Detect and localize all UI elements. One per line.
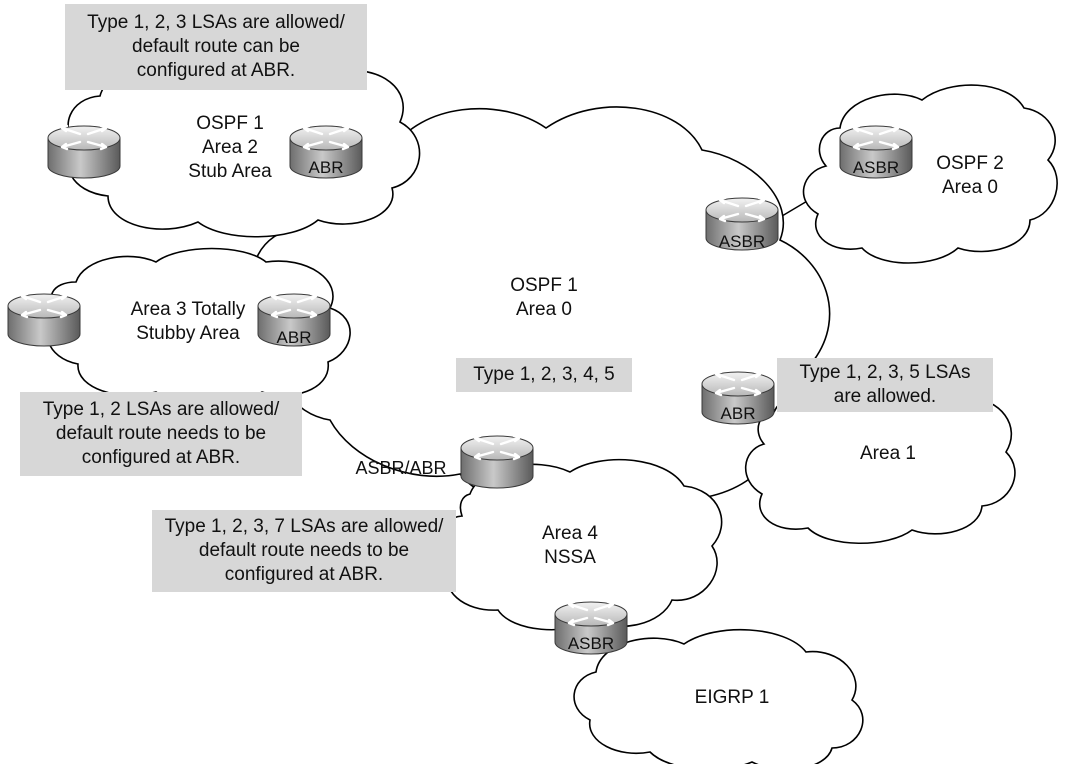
callout-line: are allowed.: [833, 386, 937, 407]
callout-line: configured at ABR.: [81, 447, 241, 468]
callout-totally-stubby: Type 1, 2 LSAs are allowed/default route…: [20, 392, 302, 476]
area-label-line: Area 3 Totally: [130, 299, 246, 320]
area-label-eigrp: EIGRP 1: [672, 686, 792, 710]
router-label-abr-area3: ABR: [276, 328, 312, 347]
area-label-line: NSSA: [544, 547, 596, 568]
area-label-line: OSPF 1: [510, 275, 578, 296]
callout-line: configured at ABR.: [224, 564, 384, 585]
router-icon: [459, 434, 535, 490]
cloud-icon: [573, 628, 864, 764]
area-label-line: Area 1: [860, 443, 916, 464]
area-label-line: Stubby Area: [136, 323, 240, 344]
callout-stub-area: Type 1, 2, 3 LSAs are allowed/default ro…: [65, 4, 367, 90]
area-label-area1: Area 1: [838, 442, 938, 466]
router-label-abr-area1: ABR: [720, 404, 756, 423]
area-label-ospf2: OSPF 2 Area 0: [920, 152, 1020, 200]
area-label-backbone: OSPF 1 Area 0: [494, 274, 594, 322]
router-label-asbr-eigrp: ASBR: [567, 634, 615, 653]
area-label-line: EIGRP 1: [694, 687, 770, 708]
callout-line: Type 1, 2 LSAs are allowed/: [42, 399, 280, 420]
area-label-line: Area 0: [942, 177, 998, 198]
callout-line: default route needs to be: [55, 423, 267, 444]
area-label-line: Area 2: [202, 137, 258, 158]
router-label-asbr-ospf2: ASBR: [852, 158, 900, 177]
callout-nssa: Type 1, 2, 3, 7 LSAs are allowed/default…: [152, 510, 456, 592]
router-label-abr-area2: ABR: [308, 158, 344, 177]
callout-line: default route can be: [132, 36, 300, 57]
router-icon: [6, 292, 82, 348]
callout-backbone: Type 1, 2, 3, 4, 5: [456, 358, 632, 392]
area-label-ospf1-area2: OSPF 1 Area 2 Stub Area: [180, 112, 280, 184]
callout-line: default route needs to be: [198, 540, 410, 561]
area-label-area4: Area 4 NSSA: [520, 522, 620, 570]
callout-area1: Type 1, 2, 3, 5 LSAs are allowed.: [777, 358, 993, 412]
area-label-line: OSPF 2: [936, 153, 1004, 174]
callout-line: Type 1, 2, 3, 4, 5: [473, 364, 615, 385]
router-label-asbr-abr: ASBR/ABR: [355, 458, 447, 478]
cloud-icon: [46, 247, 351, 405]
callout-line: configured at ABR.: [136, 60, 296, 81]
area-label-line: Stub Area: [188, 161, 272, 182]
router-label-asbr-backbone: ASBR: [718, 232, 766, 251]
area-label-line: OSPF 1: [196, 113, 264, 134]
router-icon: [46, 124, 122, 180]
area-label-line: Area 0: [516, 299, 572, 320]
callout-line: Type 1, 2, 3, 5 LSAs: [799, 362, 971, 383]
callout-line: Type 1, 2, 3, 7 LSAs are allowed/: [164, 516, 444, 537]
callout-line: Type 1, 2, 3 LSAs are allowed/: [87, 12, 345, 33]
area-label-line: Area 4: [542, 523, 598, 544]
